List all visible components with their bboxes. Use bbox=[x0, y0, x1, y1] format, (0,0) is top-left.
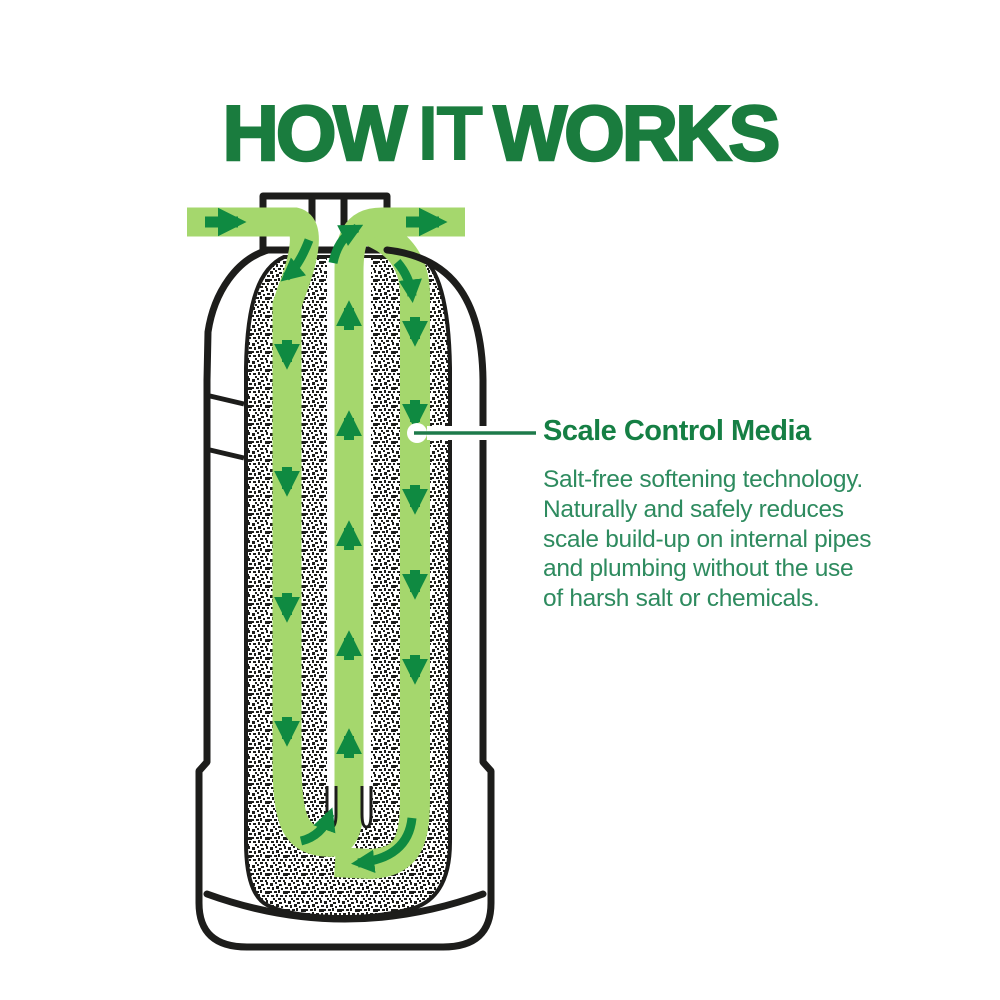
callout-body-line: of harsh salt or chemicals. bbox=[543, 585, 820, 613]
bottom-left-curve-arrow-icon bbox=[299, 807, 336, 846]
callout-body-line: Naturally and safely reduces bbox=[543, 495, 844, 523]
callout-leader bbox=[407, 423, 538, 443]
tank-seam-ticks bbox=[209, 393, 245, 461]
callout-body-line: Salt-free softening technology. bbox=[543, 466, 863, 493]
cap-left-curve-arrow-icon bbox=[280, 238, 314, 282]
title-word-it: IT bbox=[417, 89, 483, 178]
cap-center-curve-arrow-icon bbox=[328, 224, 364, 265]
callout-body-line: scale build-up on internal pipes bbox=[543, 525, 872, 553]
title-word-works: WORKS bbox=[492, 89, 781, 178]
cap-right-curve-arrow-icon bbox=[393, 259, 422, 303]
callout-text-block: Scale Control Media Salt-free softening … bbox=[543, 415, 873, 614]
callout-heading: Scale Control Media bbox=[543, 415, 811, 447]
tank-outline bbox=[195, 246, 495, 951]
callout-body: Salt-free softening technology. Naturall… bbox=[543, 465, 873, 614]
flow-arrows bbox=[205, 207, 448, 874]
flow-right-channel bbox=[334, 213, 430, 880]
callout-body-line: and plumbing without the use bbox=[543, 555, 854, 583]
bottom-right-curve-arrow-icon bbox=[351, 817, 417, 874]
title-word-how: HOW bbox=[221, 89, 408, 178]
